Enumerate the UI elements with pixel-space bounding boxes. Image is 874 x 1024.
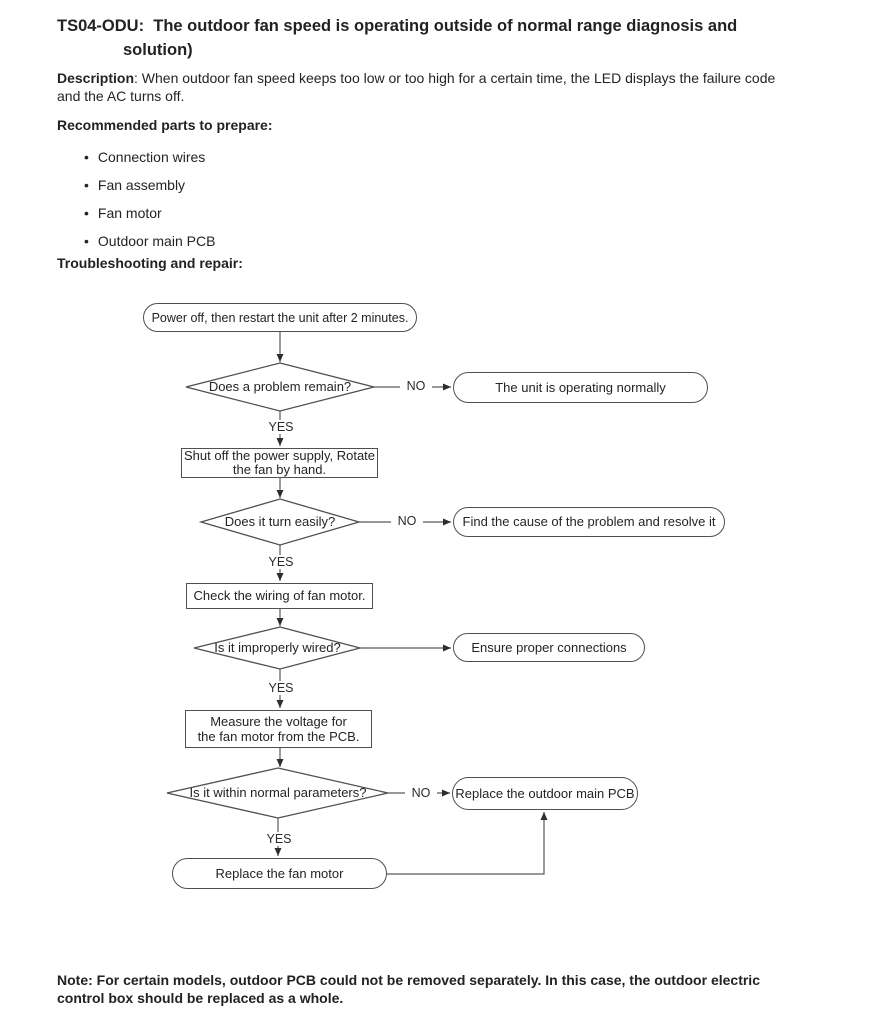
description-paragraph: Description: When outdoor fan speed keep…: [57, 69, 802, 105]
flow-decision-q3-label: Is it improperly wired?: [214, 640, 341, 655]
branch-label-no: NO: [400, 379, 432, 393]
branch-label-yes: YES: [263, 420, 299, 434]
decision-diamond-q2: [198, 498, 362, 546]
bullet-icon: •: [84, 177, 89, 193]
branch-label-yes: YES: [261, 832, 297, 846]
decision-diamond-q4: [166, 767, 389, 819]
parts-list: • Connection wires • Fan assembly • Fan mot…: [84, 143, 215, 255]
flow-decision-q1-label: Does a problem remain?: [208, 379, 352, 394]
flow-node-line: the fan by hand.: [232, 462, 327, 477]
branch-label-yes: YES: [263, 555, 299, 569]
parts-heading: Recommended parts to prepare:: [57, 117, 273, 133]
flow-node-measure-voltage: Measure the voltage for the fan motor fr…: [185, 710, 372, 748]
troubleshooting-heading: Troubleshooting and repair:: [57, 255, 243, 271]
branch-label-no: NO: [391, 514, 423, 528]
flow-node-check-wiring: Check the wiring of fan motor.: [186, 583, 373, 609]
part-label: Connection wires: [97, 149, 206, 165]
flow-node-replace-fan-motor: Replace the fan motor: [172, 858, 387, 889]
flow-decision-q4-label: Is it within normal parameters?: [189, 785, 367, 800]
flow-decision-q2-label: Does it turn easily?: [224, 514, 336, 529]
flow-node-unit-operating-normally: The unit is operating normally: [453, 372, 708, 403]
bullet-icon: •: [84, 149, 89, 165]
list-item: • Outdoor main PCB: [84, 227, 215, 255]
bullet-icon: •: [84, 233, 89, 249]
description-text: : When outdoor fan speed keeps too low o…: [57, 70, 776, 104]
flow-node-ensure-connections: Ensure proper connections: [453, 633, 645, 662]
branch-label-yes: YES: [263, 681, 299, 695]
part-label: Outdoor main PCB: [97, 233, 216, 249]
part-label: Fan assembly: [97, 177, 186, 193]
flow-node-start: Power off, then restart the unit after 2…: [143, 303, 417, 332]
decision-diamond-q3: [193, 626, 363, 670]
list-item: • Connection wires: [84, 143, 215, 171]
connector-replacefan-to-replacepcb: [387, 812, 548, 875]
flow-node-line: Shut off the power supply, Rotate: [183, 448, 376, 463]
note: Note: For certain models, outdoor PCB co…: [57, 972, 760, 1006]
decision-diamond-q1: [185, 362, 375, 412]
flow-node-line: the fan motor from the PCB.: [197, 729, 360, 744]
flow-node-replace-outdoor-pcb: Replace the outdoor main PCB: [452, 777, 638, 810]
page-title-line2: solution): [123, 41, 193, 59]
flow-node-find-cause: Find the cause of the problem and resolv…: [453, 507, 725, 537]
description-label: Description: [57, 70, 135, 86]
bullet-icon: •: [84, 205, 89, 221]
page-title-line1: TS04-ODU: The outdoor fan speed is opera…: [57, 17, 738, 35]
list-item: • Fan motor: [84, 199, 215, 227]
list-item: • Fan assembly: [84, 171, 215, 199]
part-label: Fan motor: [97, 205, 162, 221]
flow-node-line: Measure the voltage for: [210, 714, 347, 729]
flow-node-shut-off-power: Shut off the power supply, Rotate the fa…: [181, 448, 378, 478]
branch-label-no: NO: [405, 786, 437, 800]
page-title: TS04-ODU: The outdoor fan speed is opera…: [57, 14, 807, 62]
